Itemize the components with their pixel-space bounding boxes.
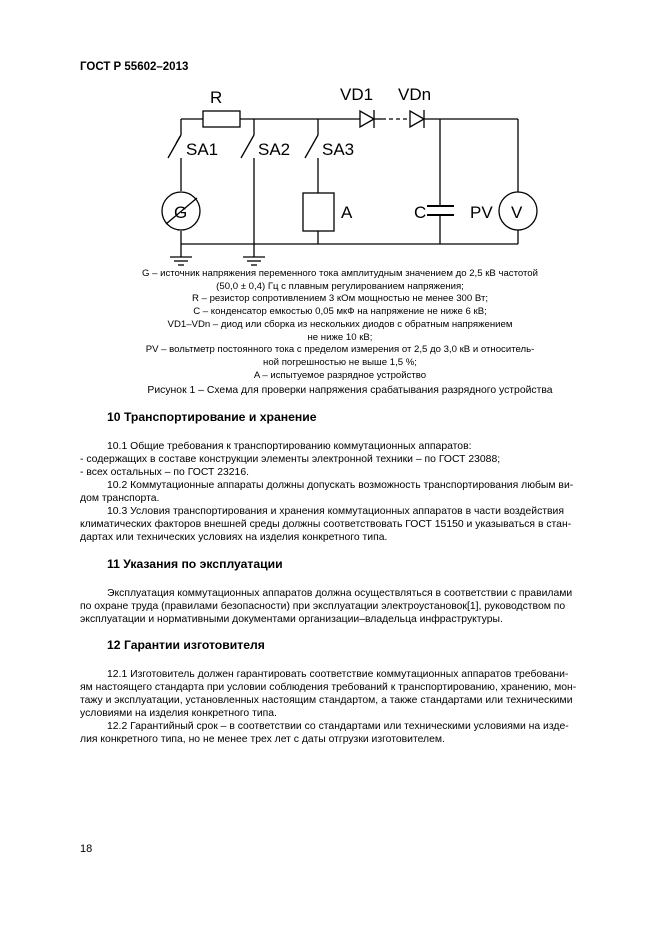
device-a-symbol bbox=[302, 192, 335, 232]
ground-symbol-right bbox=[243, 256, 265, 266]
label-sa1: SA1 bbox=[186, 140, 218, 159]
switch-sa3-symbol bbox=[304, 134, 319, 159]
source-g-symbol bbox=[161, 191, 201, 231]
label-pv: PV bbox=[470, 203, 493, 222]
section-10-heading: 10 Транспортирование и хранение bbox=[107, 410, 317, 424]
legend-line: R – резистор сопротивлением 3 кОм мощнос… bbox=[191, 293, 489, 305]
ground-symbol-left bbox=[170, 256, 192, 266]
paragraph-line: ям настоящего стандарта при условии собл… bbox=[80, 682, 577, 693]
label-r: R bbox=[210, 88, 222, 107]
label-sa2: SA2 bbox=[258, 140, 290, 159]
diode-vd1-symbol bbox=[359, 109, 376, 129]
paragraph-line: условиями на изделия конкретного типа. bbox=[80, 708, 277, 719]
page-number: 18 bbox=[80, 843, 93, 855]
paragraph-line: 12.1 Изготовитель должен гарантировать с… bbox=[107, 669, 569, 680]
paragraph-line: климатических факторов внешней среды дол… bbox=[80, 519, 572, 530]
paragraph-line: дом транспорта. bbox=[80, 493, 160, 504]
legend-line: G – источник напряжения переменного тока… bbox=[141, 268, 539, 279]
label-v: V bbox=[511, 203, 523, 222]
label-sa3: SA3 bbox=[322, 140, 354, 159]
paragraph-line: 10.3 Условия транспортирования и хранени… bbox=[107, 506, 564, 517]
paragraph-line: по охране труда (правилами безопасности)… bbox=[80, 601, 566, 612]
label-vdn: VDn bbox=[398, 85, 431, 104]
label-vd1: VD1 bbox=[340, 85, 373, 104]
paragraph-line: тажу и эксплуатации, установленных насто… bbox=[80, 695, 573, 706]
paragraph-line: лия конкретного типа, но не менее трех л… bbox=[80, 734, 445, 745]
figure-caption: Рисунок 1 – Схема для проверки напряжени… bbox=[147, 385, 553, 396]
label-c: C bbox=[414, 203, 426, 222]
diode-vdn-symbol bbox=[409, 109, 426, 129]
resistor-symbol bbox=[202, 110, 241, 128]
paragraph-line: дартах или технических условиях на издел… bbox=[80, 532, 388, 543]
label-a: A bbox=[341, 203, 353, 222]
switch-sa2-symbol bbox=[240, 134, 255, 159]
legend-line: ной погрешностью не выше 1,5 %; bbox=[263, 356, 417, 368]
paragraph-line: 10.2 Коммутационные аппараты должны допу… bbox=[107, 480, 574, 491]
paragraph-line: Эксплуатация коммутационных аппаратов до… bbox=[107, 588, 573, 599]
legend-line: не ниже 10 кВ; bbox=[307, 331, 373, 343]
section-11-heading: 11 Указания по эксплуатации bbox=[107, 557, 283, 571]
paragraph-line: 10.1 Общие требования к транспортировани… bbox=[107, 441, 472, 452]
section-12-heading: 12 Гарантии изготовителя bbox=[107, 638, 265, 652]
document-code: ГОСТ Р 55602–2013 bbox=[80, 61, 189, 73]
schematic-legend: G – источник напряжения переменного тока… bbox=[110, 268, 570, 382]
paragraph-line: эксплуатации и нормативными документами … bbox=[80, 614, 503, 625]
legend-line: PV – вольтметр постоянного тока с предел… bbox=[145, 344, 535, 356]
paragraph-line: - содержащих в составе конструкции элеме… bbox=[80, 454, 501, 465]
legend-line: VD1–VDn – диод или сборка из нескольких … bbox=[167, 318, 513, 330]
paragraph-line: - всех остальных – по ГОСТ 23216. bbox=[80, 467, 249, 478]
paragraph-line: 12.2 Гарантийный срок – в соответствии с… bbox=[107, 721, 569, 732]
legend-line: A – испытуемое разрядное устройство bbox=[253, 369, 427, 381]
section-12-body: 12.1 Изготовитель должен гарантировать с… bbox=[80, 668, 586, 746]
section-10-body: 10.1 Общие требования к транспортировани… bbox=[80, 440, 586, 544]
legend-line: C – конденсатор емкостью 0,05 мкФ на нап… bbox=[193, 306, 487, 318]
legend-line: (50,0 ± 0,4) Гц с плавным регулированием… bbox=[216, 280, 464, 292]
label-g: G bbox=[174, 203, 187, 222]
circuit-schematic: R SA1 SA2 SA3 VD1 VDn G A C PV V bbox=[161, 85, 538, 266]
section-11-body: Эксплуатация коммутационных аппаратов до… bbox=[80, 587, 586, 626]
